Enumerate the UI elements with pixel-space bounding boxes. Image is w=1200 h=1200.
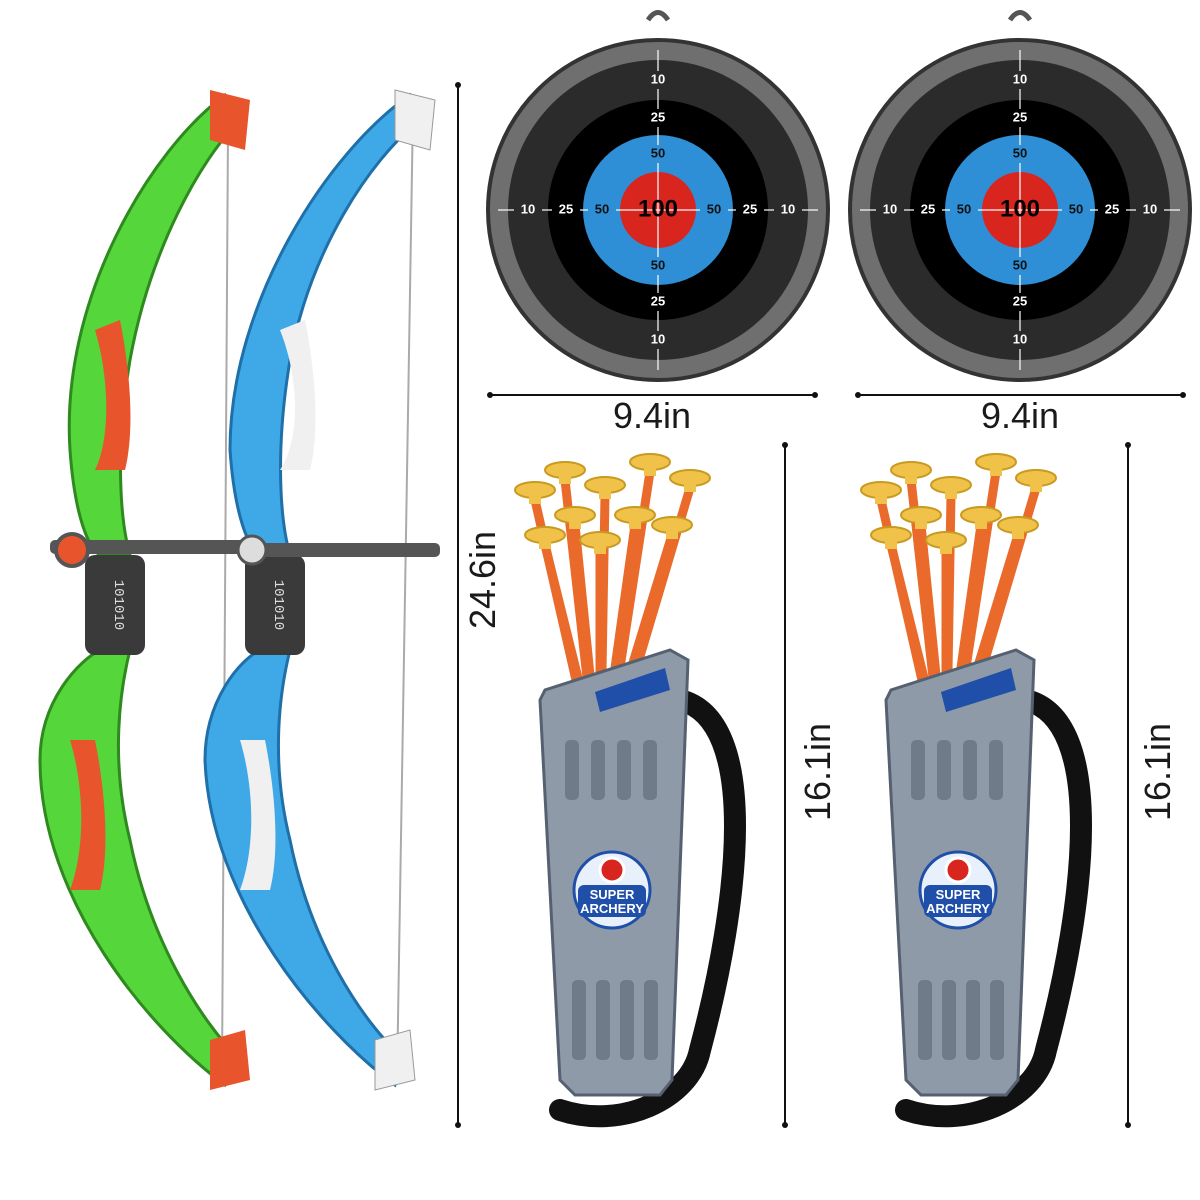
bullseye-score: 100 bbox=[1000, 195, 1040, 222]
ring-score-label: 50 bbox=[1013, 145, 1027, 160]
ring-score-label: 50 bbox=[707, 201, 721, 216]
ring-score-label: 50 bbox=[957, 201, 971, 216]
bullseye-score: 100 bbox=[638, 195, 678, 222]
quiver-strap bbox=[549, 689, 746, 1128]
target-width-label-right: 9.4in bbox=[981, 395, 1059, 436]
quiver-strap bbox=[895, 689, 1092, 1128]
ring-score-label: 50 bbox=[651, 145, 665, 160]
brand-line-1: SUPER bbox=[590, 887, 635, 902]
arrow bbox=[900, 506, 943, 701]
ring-score-label: 10 bbox=[1013, 71, 1027, 86]
ring-score-label: 10 bbox=[651, 331, 665, 346]
green-riser-marking: 101010 bbox=[110, 580, 126, 630]
ring-score-label: 10 bbox=[1013, 331, 1027, 346]
ring-score-label: 50 bbox=[651, 257, 665, 272]
quiver-height-label-right: 16.1in bbox=[1137, 723, 1178, 821]
brand-line-1: SUPER bbox=[936, 887, 981, 902]
ring-score-label: 25 bbox=[651, 293, 665, 308]
ring-score-label: 10 bbox=[781, 201, 795, 216]
target-left: 100 10 10 10 10 25 25 25 25 50 50 50 50 bbox=[486, 10, 830, 382]
arrow bbox=[524, 526, 588, 702]
ring-score-label: 50 bbox=[595, 201, 609, 216]
blue-bow: 101010 bbox=[203, 89, 440, 1091]
ring-score-label: 10 bbox=[883, 201, 897, 216]
ring-score-label: 25 bbox=[1013, 293, 1027, 308]
quiver-height-label-left: 16.1in bbox=[797, 723, 838, 821]
ring-score-label: 25 bbox=[559, 201, 573, 216]
target-right: 100 10 10 10 10 25 25 25 25 50 50 50 50 bbox=[848, 10, 1192, 382]
ring-score-label: 25 bbox=[1013, 109, 1027, 124]
brand-line-2: ARCHERY bbox=[926, 901, 990, 916]
ring-score-label: 50 bbox=[1013, 257, 1027, 272]
green-bow: 101010 bbox=[38, 90, 270, 1090]
ring-score-label: 25 bbox=[743, 201, 757, 216]
ring-score-label: 25 bbox=[1105, 201, 1119, 216]
ring-score-label: 10 bbox=[651, 71, 665, 86]
ring-score-label: 10 bbox=[1143, 201, 1157, 216]
ring-score-label: 50 bbox=[1069, 201, 1083, 216]
blue-riser-marking: 101010 bbox=[270, 580, 286, 630]
brand-line-2: ARCHERY bbox=[580, 901, 644, 916]
ring-score-label: 25 bbox=[651, 109, 665, 124]
target-width-label-left: 9.4in bbox=[613, 395, 691, 436]
bow-height-label: 24.6in bbox=[462, 531, 503, 629]
arrow bbox=[554, 506, 597, 701]
ring-score-label: 10 bbox=[521, 201, 535, 216]
arrow bbox=[870, 526, 934, 702]
ring-score-label: 25 bbox=[921, 201, 935, 216]
